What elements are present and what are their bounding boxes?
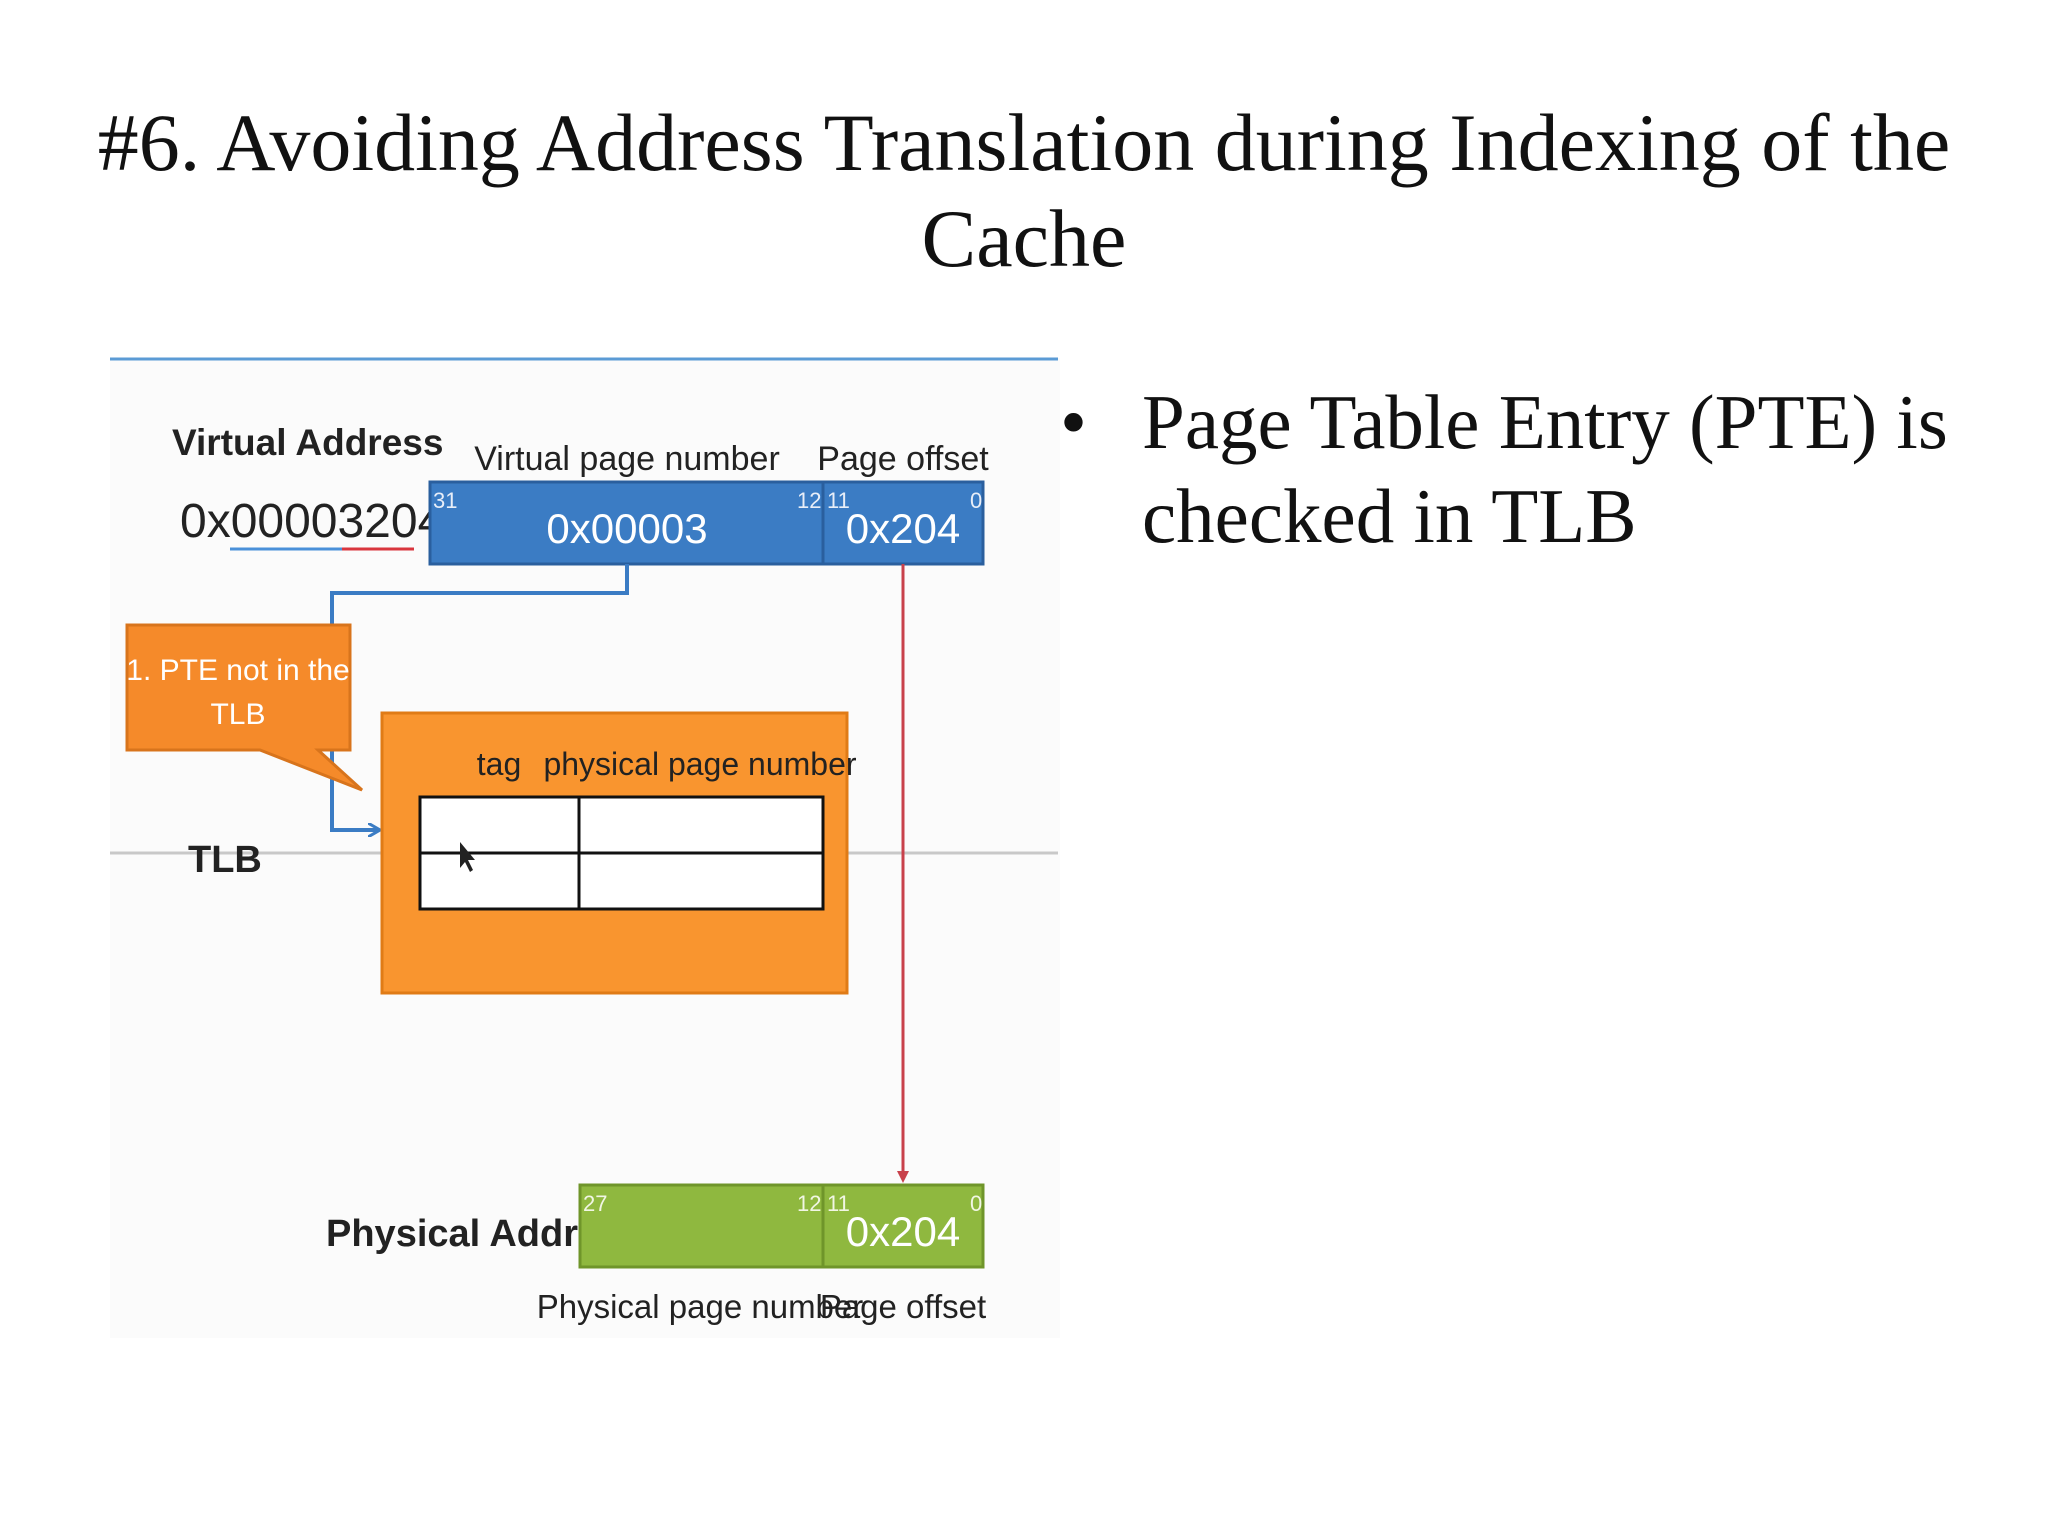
virtual-address-label: Virtual Address [172, 422, 443, 463]
slide-title: #6. Avoiding Address Translation during … [97, 97, 1951, 284]
physical-offset-field [821, 1183, 985, 1269]
vpn-value: 0x00003 [546, 505, 707, 552]
bullet-item: • Page Table Entry (PTE) is checked in T… [1060, 375, 2000, 563]
tlb-col-tag: tag [477, 746, 521, 782]
page-offset-field [821, 480, 985, 566]
ppn-footer: Physical page number [537, 1288, 864, 1325]
bullet-list: • Page Table Entry (PTE) is checked in T… [1060, 375, 2000, 563]
vpn-header: Virtual page number [474, 440, 780, 478]
tlb-label: TLB [188, 839, 262, 881]
callout-bubble [125, 623, 364, 792]
bit-label-12: 12 [797, 488, 821, 513]
physical-offset-footer: Page offset [820, 1288, 986, 1325]
tlb-lookup-arrow [330, 564, 629, 830]
ppn-field [578, 1183, 825, 1269]
bit-label-31: 31 [433, 488, 457, 513]
bit-label-12-phys: 12 [797, 1191, 821, 1216]
bit-label-0: 0 [970, 488, 982, 513]
bit-label-11: 11 [827, 488, 850, 513]
callout-line-1: 1. PTE not in the [126, 654, 349, 687]
bit-label-27: 27 [583, 1191, 607, 1216]
mouse-cursor-icon [460, 842, 475, 872]
page-offset-header: Page offset [817, 440, 989, 478]
callout-line-2: TLB [210, 698, 265, 731]
bit-label-11-phys: 11 [827, 1191, 850, 1216]
bit-label-0-phys: 0 [970, 1191, 982, 1216]
virtual-address-value: 0x00003204 [180, 495, 444, 548]
physical-offset-value: 0x204 [846, 1208, 960, 1255]
tlb-col-ppn: physical page number [543, 746, 856, 782]
page-offset-value: 0x204 [846, 505, 960, 552]
bullet-text: Page Table Entry (PTE) is checked in TLB [1142, 379, 1948, 559]
bullet-dot: • [1060, 379, 1087, 465]
